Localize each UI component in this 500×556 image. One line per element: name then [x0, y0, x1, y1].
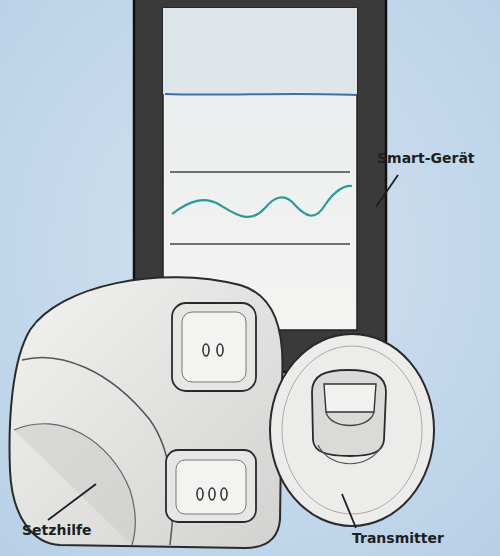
inserter-illustration: [10, 277, 283, 548]
leader-line: [48, 484, 96, 520]
leader-line: [376, 175, 398, 207]
leader-line: [342, 494, 356, 528]
part-label: Transmitter: [352, 530, 444, 546]
part-label: Smart-Gerät: [377, 150, 475, 166]
part-label: Setzhilfe: [22, 522, 92, 538]
transmitter-illustration: [270, 334, 434, 526]
